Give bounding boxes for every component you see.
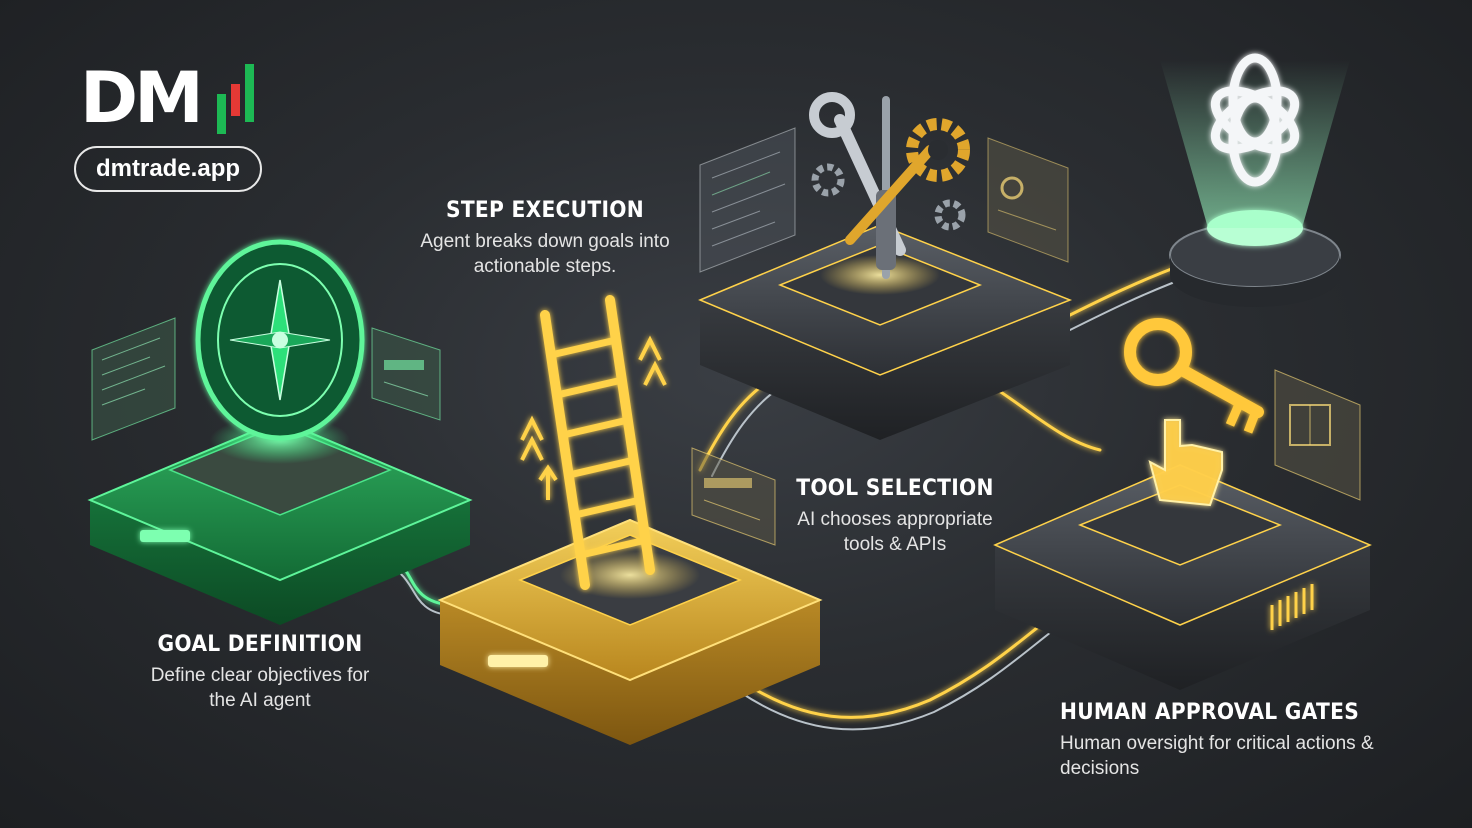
code-panel-step: [691, 447, 776, 546]
step-title: STEP EXECUTION: [445, 198, 644, 223]
candlestick-bars-icon: [217, 64, 254, 134]
tool-description: AI chooses appropriate tools & APIs: [797, 509, 993, 555]
label-tool-selection: TOOL SELECTION AI chooses appropriate to…: [780, 476, 1010, 557]
pointing-hand-icon: [1148, 419, 1223, 507]
key-icon: [1124, 318, 1264, 434]
label-human-approval-gates: HUMAN APPROVAL GATES Human oversight for…: [1060, 700, 1400, 781]
cable-tool-to-human: [988, 383, 1102, 452]
ai-pedestal-side: [1170, 255, 1340, 307]
wrench-screwdriver-gear-icon: [809, 92, 970, 279]
platform-step: [437, 518, 823, 745]
goal-description: Define clear objectives for the AI agent: [150, 665, 370, 711]
cable-step-to-human-2: [739, 621, 1065, 731]
label-goal-definition: GOAL DEFINITION Define clear objectives …: [140, 632, 380, 713]
logo-text: DM: [80, 57, 204, 139]
platform-step-light: [488, 655, 548, 667]
blueprint-panel-human: [1274, 369, 1361, 501]
platform-human: [993, 464, 1372, 690]
ladder-icon: [540, 295, 655, 590]
platform-goal: [87, 416, 473, 625]
goal-title: GOAL DEFINITION: [157, 632, 363, 657]
openai-knot-icon: [1210, 53, 1300, 187]
step-description: Agent breaks down goals into actionable …: [420, 231, 670, 277]
platform-human-inner: [1077, 484, 1283, 566]
label-step-execution: STEP EXECUTION Agent breaks down goals i…: [410, 198, 680, 279]
brand-logo: DM: [80, 58, 270, 198]
up-arrow-icons: [520, 335, 667, 500]
code-panel-tool-left: [699, 127, 796, 273]
human-description: Human oversight for critical actions & d…: [1060, 733, 1374, 779]
code-panel-goal-left: [91, 317, 176, 441]
platform-tool: [698, 224, 1073, 440]
platform-human-vents: [1270, 584, 1314, 630]
code-panel-goal-right: [371, 327, 441, 421]
step-glow: [560, 551, 700, 599]
compass-icon: [195, 239, 365, 441]
platform-goal-light: [140, 530, 190, 542]
code-panel-tool-right: [987, 137, 1069, 263]
tool-glow: [820, 255, 940, 295]
human-title: HUMAN APPROVAL GATES: [1060, 700, 1360, 725]
tool-title: TOOL SELECTION: [796, 476, 994, 501]
cable-step-to-human: [738, 608, 1062, 719]
domain-badge[interactable]: dmtrade.app: [74, 146, 262, 192]
